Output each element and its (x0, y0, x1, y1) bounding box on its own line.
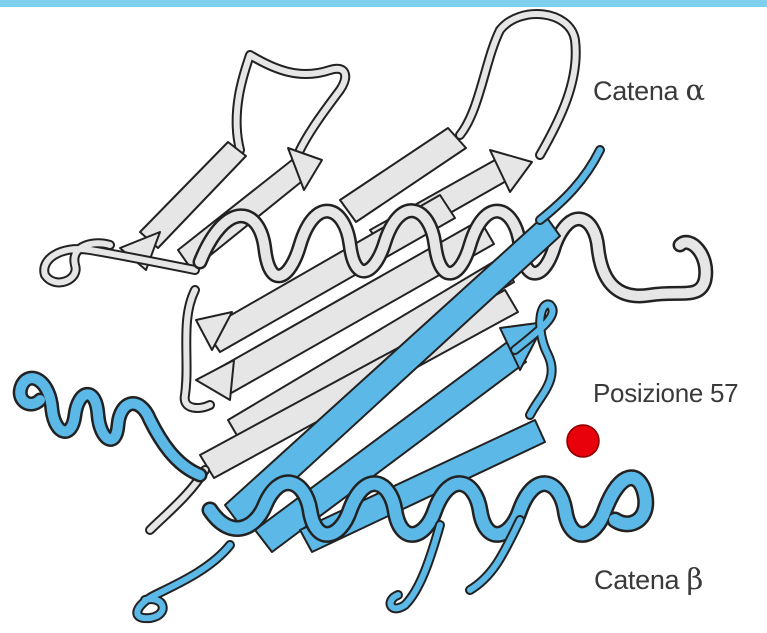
beta-helix-left (20, 378, 200, 475)
label-chain-alpha-text: Catena (593, 76, 678, 106)
label-chain-alpha-symbol: α (685, 73, 704, 107)
label-chain-beta-symbol: β (686, 562, 702, 596)
label-chain-alpha: Catena α (593, 73, 705, 107)
alpha-loop-top-right (460, 14, 576, 155)
label-chain-beta: Catena β (594, 562, 703, 596)
label-chain-beta-text: Catena (594, 565, 679, 595)
label-position-57: Posizione 57 (593, 378, 738, 409)
position-57-marker (567, 425, 599, 457)
